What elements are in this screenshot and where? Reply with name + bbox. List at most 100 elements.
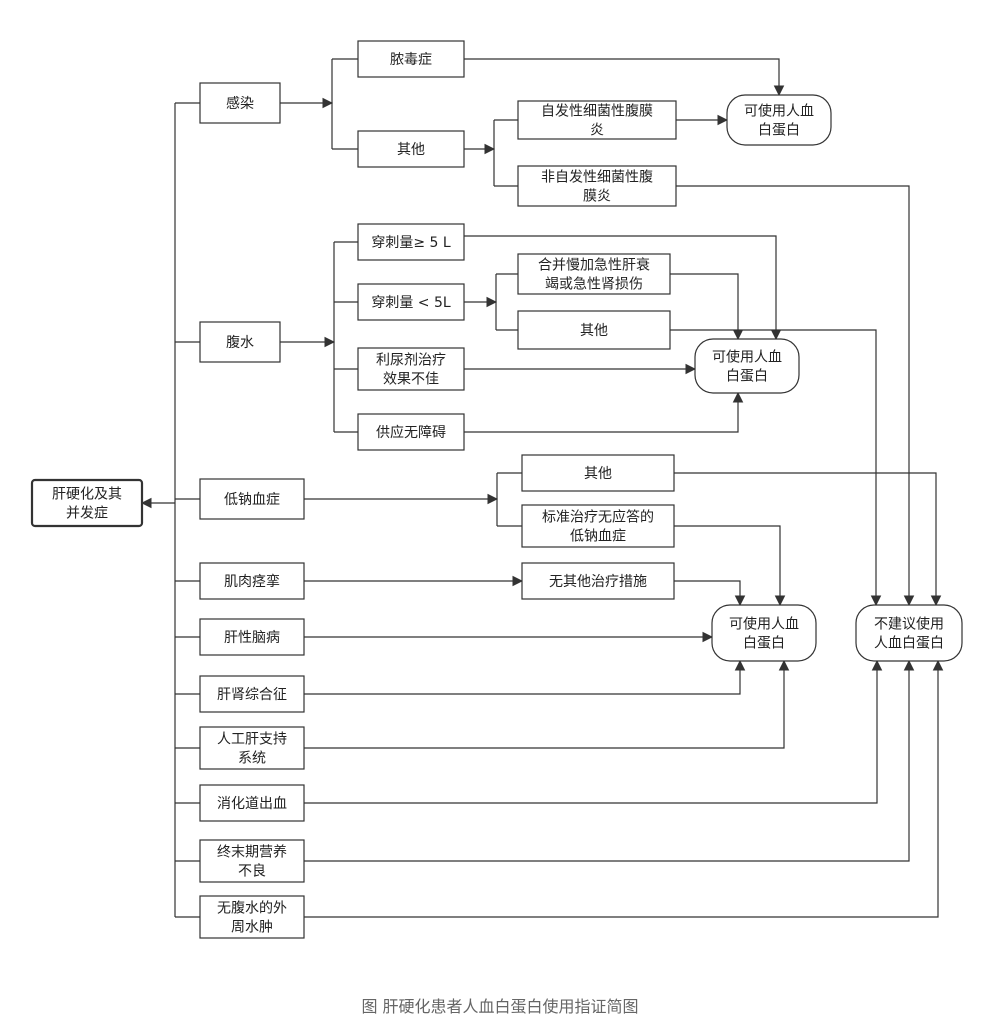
edge-hypo-refractory-use3	[674, 525, 786, 607]
node-cramps-label: 肌肉痉挛	[224, 573, 280, 590]
connectors	[140, 58, 944, 918]
root-node-shape	[30, 478, 144, 528]
node-infection-other: 其他	[357, 130, 465, 168]
node-infection-label: 感染	[226, 95, 254, 112]
node-ascites: 腹水	[199, 321, 281, 363]
node-tap-other-shape	[517, 310, 671, 350]
node-infection-other-shape	[357, 130, 465, 168]
edge-gi-notrec	[304, 659, 883, 804]
node-hyponatremia: 低钠血症	[199, 478, 305, 520]
node-non-sbp-label: 非自发性细菌性腹膜炎	[541, 169, 653, 205]
edge-sepsis-use1	[464, 58, 785, 97]
node-ascites-label: 腹水	[226, 334, 254, 351]
node-aclf: 合并慢加急性肝衰竭或急性肾损伤	[517, 253, 671, 295]
outcome-not-recommended-shape	[855, 604, 963, 662]
node-als: 人工肝支持系统	[199, 726, 305, 770]
node-tap-large-shape	[357, 223, 465, 261]
edge-supply-use2	[464, 391, 744, 433]
edge-hrs-use3	[304, 659, 746, 695]
node-no-other-tx-shape	[521, 562, 675, 600]
node-supply-shape	[357, 413, 465, 451]
node-edema-label: 无腹水的外周水肿	[217, 900, 287, 936]
node-hrs-shape	[199, 675, 305, 713]
node-edema-shape	[199, 895, 305, 939]
edge-malnutrition-notrec	[304, 659, 915, 862]
node-aclf-shape	[517, 253, 671, 295]
node-supply: 供应无障碍	[357, 413, 465, 451]
node-cramps: 肌肉痉挛	[199, 562, 305, 600]
edge-aclf-use2	[670, 273, 744, 341]
root-node: 肝硬化及其并发症	[30, 478, 144, 528]
edge-tap-large-use2	[464, 235, 782, 341]
node-sbp-label: 自发性细菌性腹膜炎	[541, 103, 653, 139]
edge-notx-use3	[674, 580, 746, 607]
node-sbp: 自发性细菌性腹膜炎	[517, 100, 677, 140]
node-aclf-label: 合并慢加急性肝衰竭或急性肾损伤	[538, 257, 650, 293]
figure-caption: 图 肝硬化患者人血白蛋白使用指证简图	[361, 997, 638, 1016]
node-tap-small: 穿刺量 < 5L	[357, 283, 465, 321]
node-hrs: 肝肾综合征	[199, 675, 305, 713]
node-sepsis-shape	[357, 40, 465, 78]
node-infection-other-label: 其他	[397, 142, 425, 158]
outcome-not-recommended: 不建议使用人血白蛋白	[855, 604, 963, 662]
node-gi-bleed-shape	[199, 784, 305, 822]
node-hypo-other-shape	[521, 454, 675, 492]
outcome-use-albumin-2-label: 可使用人血白蛋白	[712, 349, 782, 385]
node-diuretic: 利尿剂治疗效果不佳	[357, 347, 465, 391]
node-tap-small-label: 穿刺量 < 5L	[371, 295, 451, 311]
node-sepsis-label: 脓毒症	[390, 51, 432, 68]
node-non-sbp: 非自发性细菌性腹膜炎	[517, 165, 677, 207]
outcome-use-albumin-1: 可使用人血白蛋白	[726, 94, 832, 146]
node-gi-bleed: 消化道出血	[199, 784, 305, 822]
node-gi-bleed-label: 消化道出血	[217, 796, 287, 812]
node-hypo-other: 其他	[521, 454, 675, 492]
outcome-use-albumin-3-shape	[711, 604, 817, 662]
outcome-use-albumin-1-label: 可使用人血白蛋白	[744, 103, 814, 139]
node-tap-large-label: 穿刺量≥ 5 L	[371, 235, 451, 251]
outcome-use-albumin-2-shape	[694, 338, 800, 394]
node-tap-small-shape	[357, 283, 465, 321]
node-hrs-label: 肝肾综合征	[217, 687, 287, 703]
node-diuretic-shape	[357, 347, 465, 391]
node-hypo-refractory-shape	[521, 504, 675, 548]
node-hypo-refractory: 标准治疗无应答的低钠血症	[521, 504, 675, 548]
node-infection-shape	[199, 82, 281, 124]
node-cramps-shape	[199, 562, 305, 600]
node-hypo-other-label: 其他	[584, 466, 612, 482]
node-sepsis: 脓毒症	[357, 40, 465, 78]
node-supply-label: 供应无障碍	[376, 424, 446, 441]
node-no-other-tx-label: 无其他治疗措施	[549, 574, 647, 590]
outcome-use-albumin-3: 可使用人血白蛋白	[711, 604, 817, 662]
edge-non-sbp-notrec	[676, 185, 915, 607]
edge-edema-notrec	[304, 659, 944, 918]
node-hypo-refractory-label: 标准治疗无应答的低钠血症	[542, 509, 654, 545]
node-he-label: 肝性脑病	[224, 630, 280, 646]
node-tap-other-label: 其他	[580, 323, 608, 339]
node-als-label: 人工肝支持系统	[217, 732, 287, 767]
node-he: 肝性脑病	[199, 618, 305, 656]
edge-tap-other-notrec	[670, 329, 882, 607]
edge-als-use3	[304, 659, 790, 749]
node-malnutrition-label: 终末期营养不良	[217, 845, 287, 880]
outcome-use-albumin-2: 可使用人血白蛋白	[694, 338, 800, 394]
node-he-shape	[199, 618, 305, 656]
node-malnutrition: 终末期营养不良	[199, 839, 305, 883]
node-infection: 感染	[199, 82, 281, 124]
edge-hypo-other-notrec	[674, 472, 942, 607]
node-als-shape	[199, 726, 305, 770]
node-tap-large: 穿刺量≥ 5 L	[357, 223, 465, 261]
node-diuretic-label: 利尿剂治疗效果不佳	[376, 353, 446, 388]
node-sbp-shape	[517, 100, 677, 140]
node-no-other-tx: 无其他治疗措施	[521, 562, 675, 600]
node-non-sbp-shape	[517, 165, 677, 207]
node-ascites-shape	[199, 321, 281, 363]
outcome-use-albumin-3-label: 可使用人血白蛋白	[729, 616, 799, 652]
node-edema: 无腹水的外周水肿	[199, 895, 305, 939]
outcome-use-albumin-1-shape	[726, 94, 832, 146]
node-hyponatremia-shape	[199, 478, 305, 520]
node-tap-other: 其他	[517, 310, 671, 350]
outcome-not-recommended-label: 不建议使用人血白蛋白	[874, 616, 944, 652]
node-hyponatremia-label: 低钠血症	[224, 492, 280, 508]
